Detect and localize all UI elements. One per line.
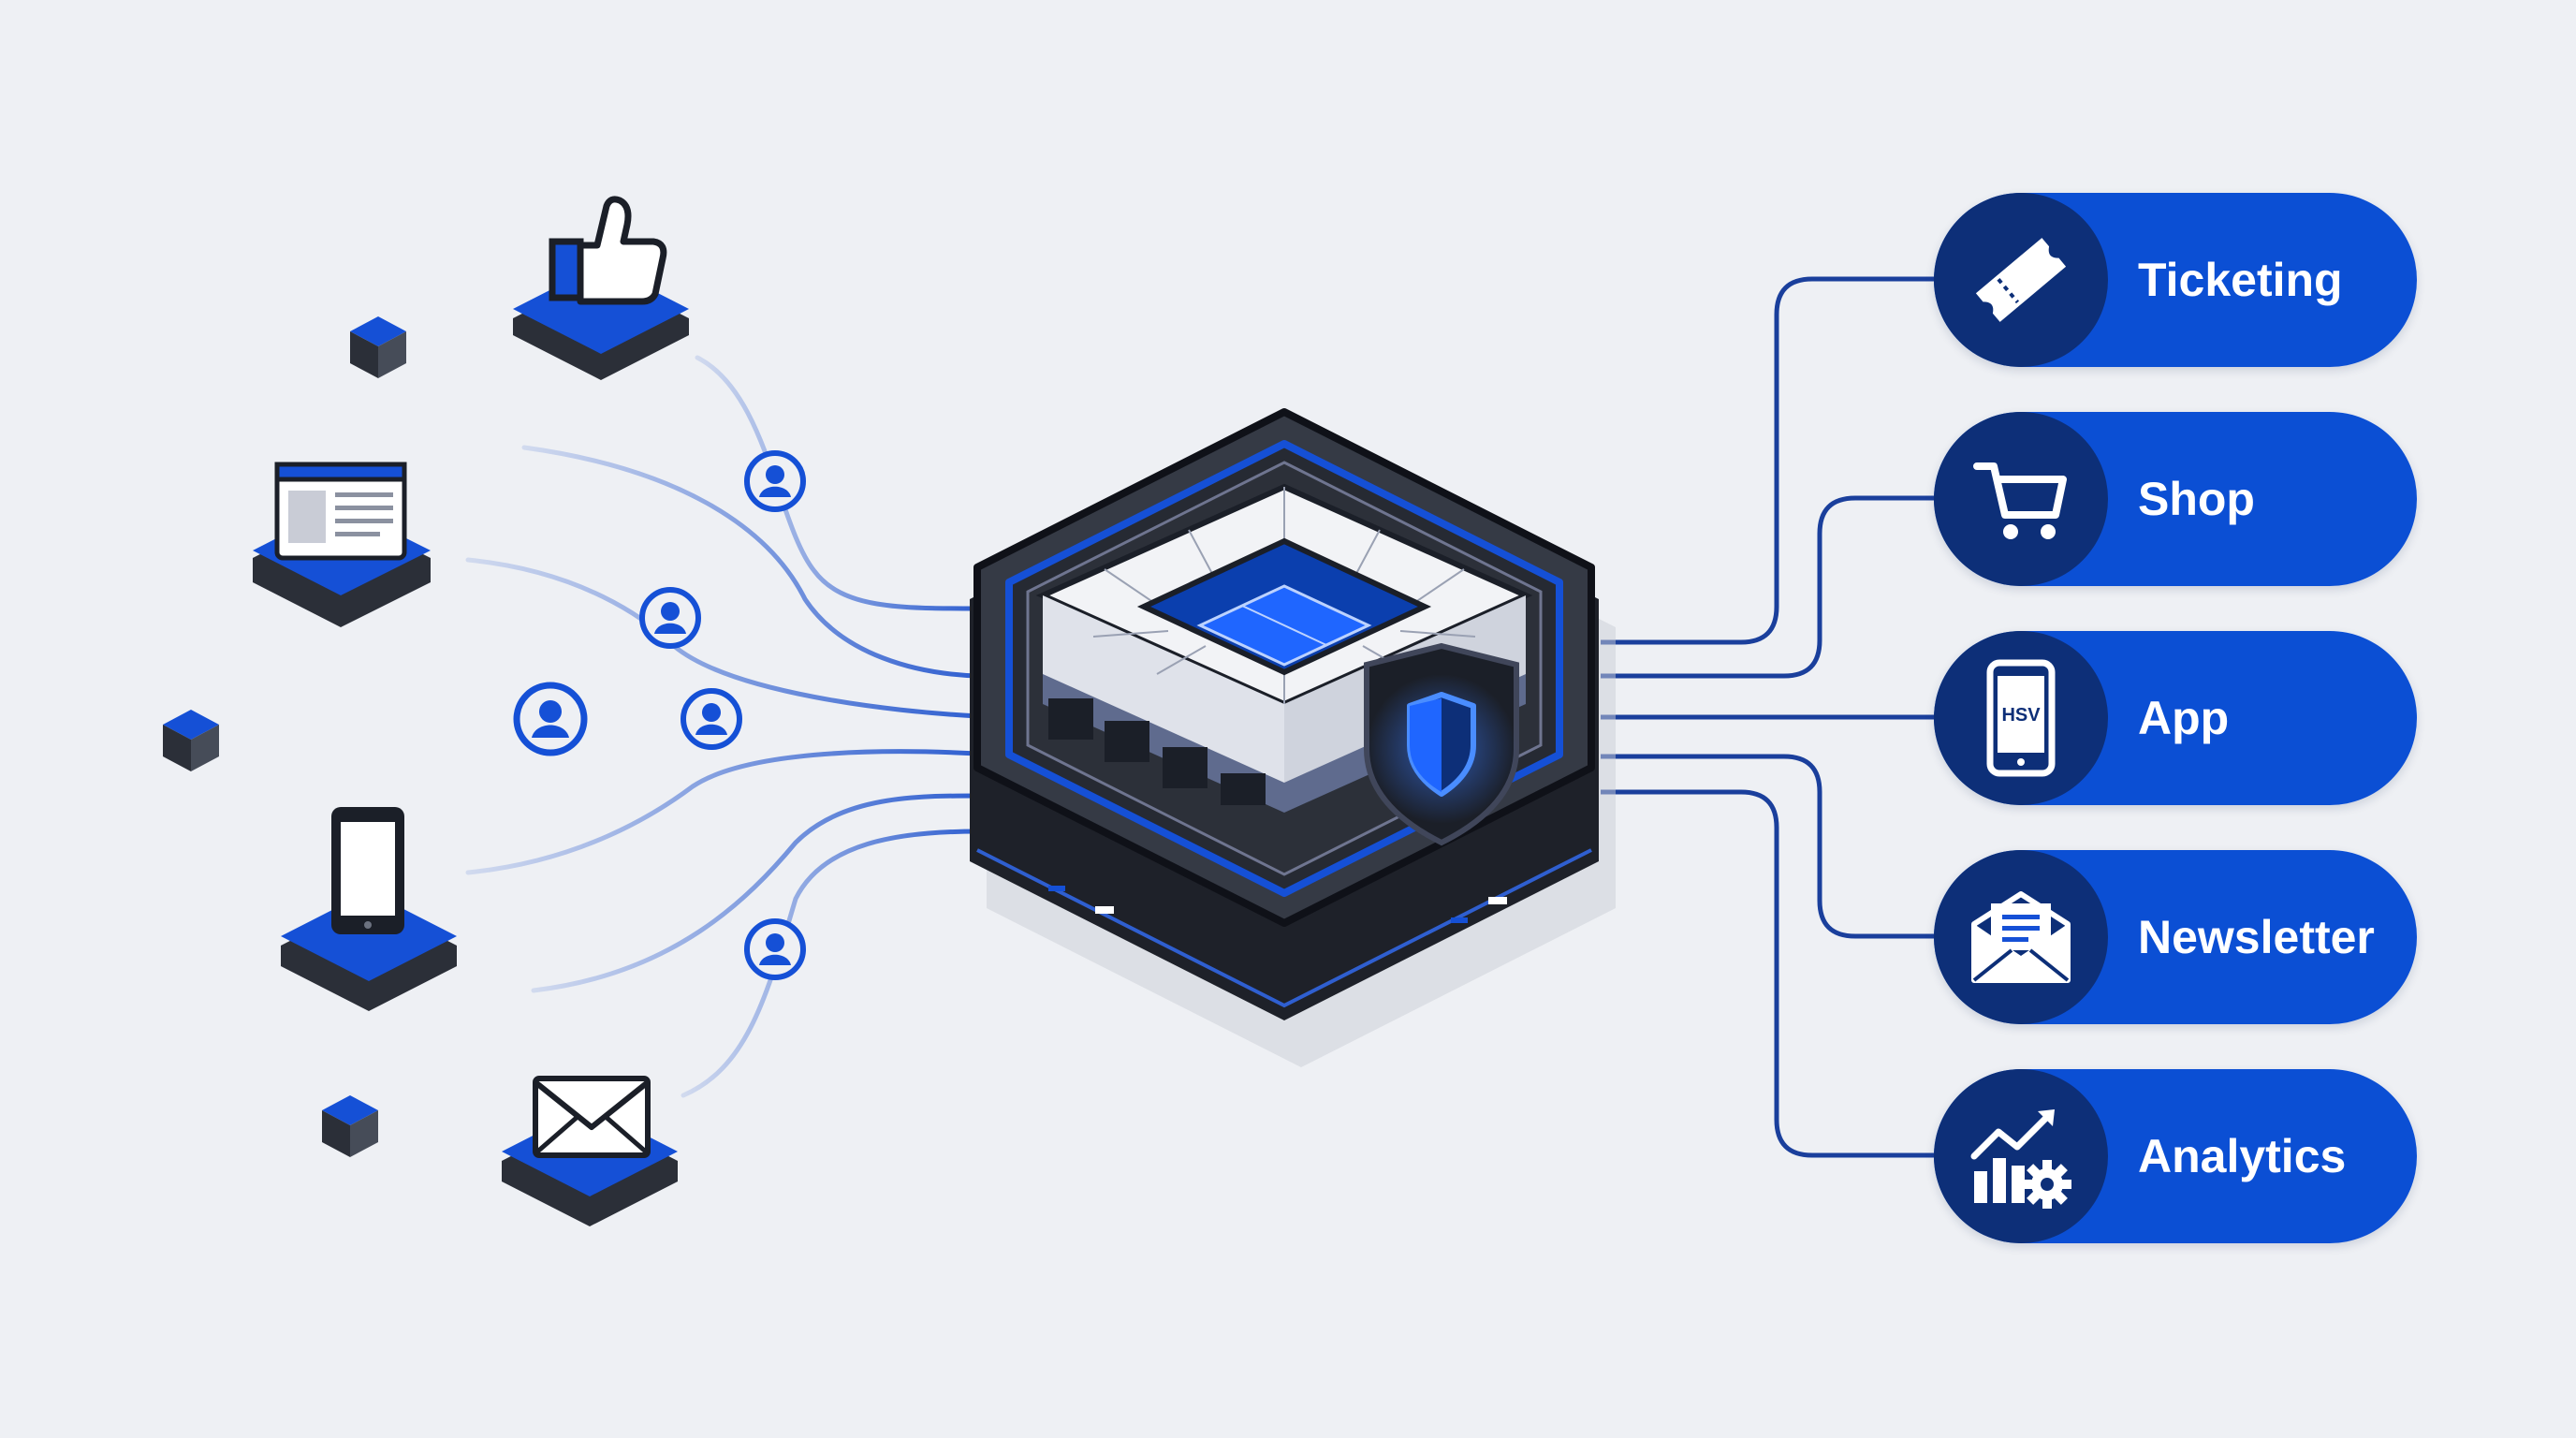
central-hub: [970, 408, 1616, 1067]
connector-ticketing: [1601, 276, 1938, 645]
user-node-icon: [744, 918, 806, 980]
smartphone-icon: [331, 807, 404, 934]
envelope-icon: [533, 1076, 651, 1158]
service-ticketing-button[interactable]: Ticketing: [1934, 193, 2417, 367]
flow-line: [531, 793, 981, 993]
hub-port-lights: [1095, 897, 1507, 914]
service-shop-button[interactable]: Shop: [1934, 412, 2417, 586]
user-node-icon: [681, 688, 742, 750]
analytics-gear-icon: [1934, 1069, 2108, 1243]
thumbs-up-icon: [549, 196, 667, 305]
source-social: [513, 196, 689, 380]
outgoing-connectors: [1601, 276, 1938, 1158]
envelope-letter-icon: [1934, 850, 2108, 1024]
connector-shop: [1601, 495, 1938, 679]
connector-analytics: [1601, 789, 1938, 1158]
app-icon-text: HSV: [2001, 705, 2041, 726]
shopping-cart-icon: [1934, 412, 2108, 586]
service-newsletter-button[interactable]: Newsletter: [1934, 850, 2417, 1024]
user-node-icon: [639, 587, 701, 649]
service-app-button[interactable]: HSV App: [1934, 631, 2417, 805]
connector-newsletter: [1601, 754, 1938, 939]
decorative-cube: [350, 316, 406, 378]
incoming-flow-lines: [409, 355, 981, 1098]
service-label: App: [2138, 692, 2230, 744]
flow-line: [695, 355, 981, 611]
user-node-icon: [513, 682, 588, 756]
source-mobile: [281, 807, 457, 1011]
flow-line: [521, 445, 981, 679]
decorative-cube: [322, 1095, 378, 1157]
service-label: Newsletter: [2138, 911, 2375, 963]
flow-line: [465, 749, 981, 875]
ticket-icon: [1934, 193, 2108, 367]
user-node-icon: [744, 450, 806, 512]
source-email: [502, 1076, 678, 1226]
shield-icon: [1364, 642, 1519, 846]
service-label: Ticketing: [2138, 254, 2343, 306]
flow-line: [681, 829, 981, 1098]
smartphone-icon: HSV: [1934, 631, 2108, 805]
service-label: Shop: [2138, 473, 2255, 525]
service-analytics-button[interactable]: Analytics: [1934, 1069, 2417, 1243]
browser-window-icon: [274, 462, 407, 561]
service-label: Analytics: [2138, 1130, 2347, 1182]
flow-line: [465, 557, 981, 719]
source-website: [253, 462, 431, 627]
user-nodes: [513, 450, 806, 980]
decorative-cube: [163, 710, 219, 771]
